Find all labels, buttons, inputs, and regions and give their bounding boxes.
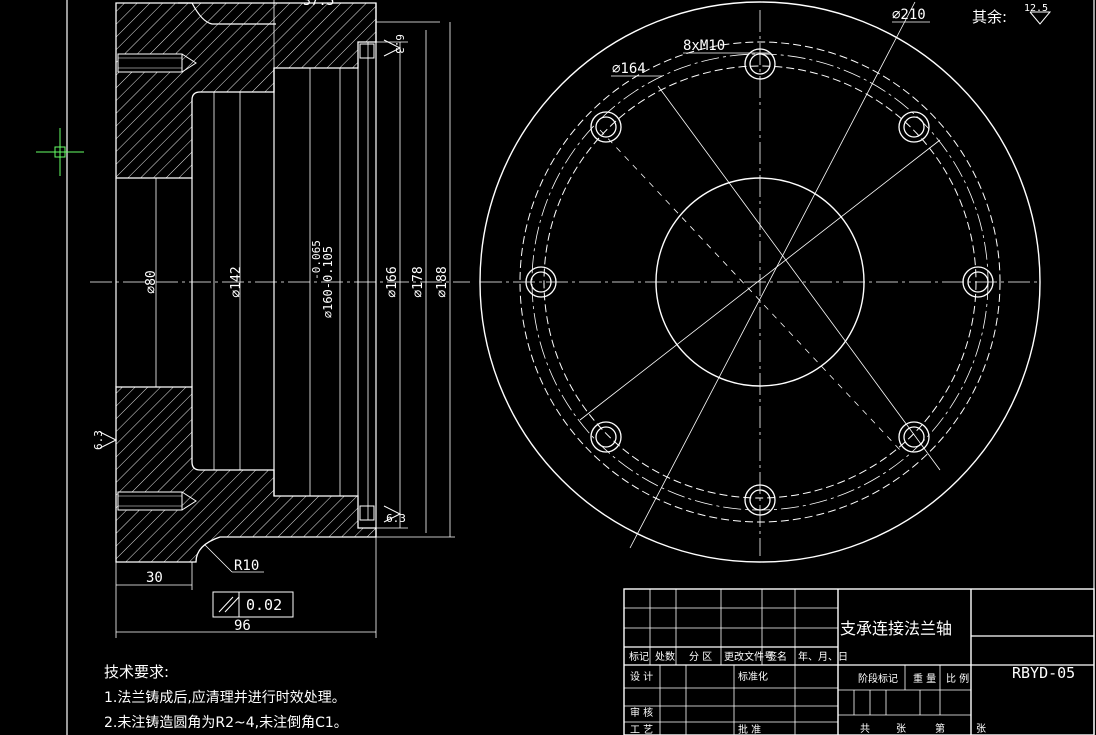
scale-label: 比 例 bbox=[946, 672, 969, 685]
row-process: 工 艺 bbox=[630, 724, 653, 735]
header-mark: 标记 bbox=[629, 651, 649, 663]
bolt-hole bbox=[898, 111, 930, 143]
tech-req-title: 技术要求: bbox=[104, 663, 169, 681]
dim-width-96: 96 bbox=[234, 618, 251, 634]
section-dimension-labels: 37.5 ⌀80 ⌀142 -0.065 ⌀160-0.105 ⌀166 ⌀17… bbox=[92, 0, 450, 634]
bolt-hole bbox=[962, 266, 994, 298]
front-view-labels: ⌀210 8xM10 ⌀164 bbox=[612, 7, 926, 77]
front-view-leaders bbox=[611, 21, 930, 77]
header-zone: 分 区 bbox=[689, 651, 712, 663]
tech-req-item-2: 2.未注铸造圆角为R2~4,未注倒角C1。 bbox=[104, 715, 348, 731]
header-change-doc: 更改文件号 bbox=[724, 650, 774, 663]
dim-radius-r10: R10 bbox=[234, 558, 259, 574]
bolt-hole bbox=[898, 421, 930, 453]
bolt-holes bbox=[525, 48, 994, 516]
dim-outer-178: ⌀178 bbox=[411, 266, 426, 297]
dim-bore-142: ⌀142 bbox=[229, 266, 244, 297]
dim-bore-80: ⌀80 bbox=[144, 270, 159, 293]
dim-outer-188: ⌀188 bbox=[435, 266, 450, 297]
title-block bbox=[623, 588, 1095, 735]
total-label: 共 bbox=[860, 723, 870, 735]
roughness-note-label: 其余: bbox=[972, 8, 1007, 26]
roughness-note-value: 12.5 bbox=[1024, 3, 1048, 14]
stage-mark: 阶段标记 bbox=[858, 672, 898, 685]
dim-pcd-164: ⌀164 bbox=[612, 61, 646, 77]
dim-pilot-166: ⌀166 bbox=[385, 266, 400, 297]
row-review: 审 核 bbox=[630, 706, 653, 719]
row-design: 设 计 bbox=[630, 670, 653, 683]
dim-width-30: 30 bbox=[146, 570, 163, 586]
header-date: 年、月、日 bbox=[798, 650, 848, 663]
tech-req-item-1: 1.法兰铸成后,应清理并进行时效处理。 bbox=[104, 689, 346, 706]
dim-tol-upper: -0.065 bbox=[310, 240, 323, 280]
dim-outer-210: ⌀210 bbox=[892, 7, 926, 23]
drawing-number: RBYD-05 bbox=[1012, 664, 1075, 682]
bolt-hole bbox=[590, 421, 622, 453]
part-name: 支承连接法兰轴 bbox=[840, 619, 952, 638]
bolt-hole bbox=[590, 111, 622, 143]
bolt-hole bbox=[744, 48, 776, 80]
dim-bore-160: ⌀160-0.105 bbox=[321, 246, 335, 318]
sheets-label: 张 bbox=[896, 723, 906, 735]
roughness-side: 6.3 bbox=[92, 430, 105, 450]
roughness-note: 其余: 12.5 bbox=[972, 3, 1052, 26]
sheet-no-label: 第 bbox=[935, 722, 945, 735]
bolt-hole bbox=[744, 484, 776, 516]
roughness-bottom-right: 6.3 bbox=[386, 512, 406, 525]
front-view bbox=[479, 1, 1041, 563]
weight-label: 重 量 bbox=[913, 672, 936, 685]
header-signature: 签名 bbox=[767, 650, 787, 663]
roughness-top-right: 6.3 bbox=[393, 34, 406, 54]
row-approve: 批 准 bbox=[738, 723, 761, 735]
crosshair-cursor-icon bbox=[36, 128, 84, 176]
dim-holes-8xm10: 8xM10 bbox=[683, 38, 725, 54]
tech-requirements: 技术要求: 1.法兰铸成后,应清理并进行时效处理。 2.未注铸造圆角为R2~4,… bbox=[104, 663, 348, 731]
row-standard: 标准化 bbox=[738, 670, 768, 683]
section-view bbox=[90, 0, 470, 638]
bolt-hole bbox=[525, 266, 557, 298]
header-count: 处数 bbox=[655, 650, 675, 663]
title-block-text: 支承连接法兰轴 RBYD-05 标记 处数 分 区 更改文件号 签名 年、月、日… bbox=[629, 619, 1075, 735]
sheet-end-label: 张 bbox=[976, 723, 986, 735]
tolerance-value: 0.02 bbox=[246, 596, 282, 614]
dim-top-37-5: 37.5 bbox=[303, 0, 334, 9]
